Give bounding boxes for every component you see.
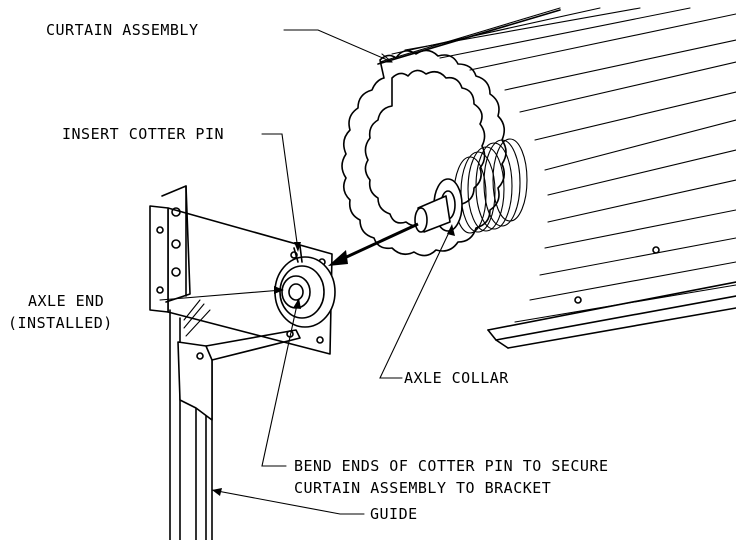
- label-curtain-assembly: CURTAIN ASSEMBLY: [46, 21, 199, 39]
- label-insert-cotter-pin: INSERT COTTER PIN: [62, 125, 224, 143]
- guide: [169, 299, 301, 540]
- label-axle-collar: AXLE COLLAR: [404, 369, 509, 387]
- bracket: [149, 185, 336, 355]
- leader-lines: [159, 29, 453, 515]
- leader-arrowheads: [212, 224, 455, 496]
- label-axle-end-installed: (INSTALLED): [8, 314, 113, 332]
- curtain-assembly: [341, 7, 736, 349]
- label-bend-ends-line2: CURTAIN ASSEMBLY TO BRACKET: [294, 479, 551, 497]
- label-guide: GUIDE: [370, 505, 418, 523]
- axle-spring: [453, 138, 528, 234]
- curtain-slats: [379, 7, 736, 323]
- label-axle-end: AXLE END: [28, 292, 104, 310]
- label-bend-ends-line1: BEND ENDS OF COTTER PIN TO SECURE: [294, 457, 609, 475]
- install-arrow: [328, 222, 419, 266]
